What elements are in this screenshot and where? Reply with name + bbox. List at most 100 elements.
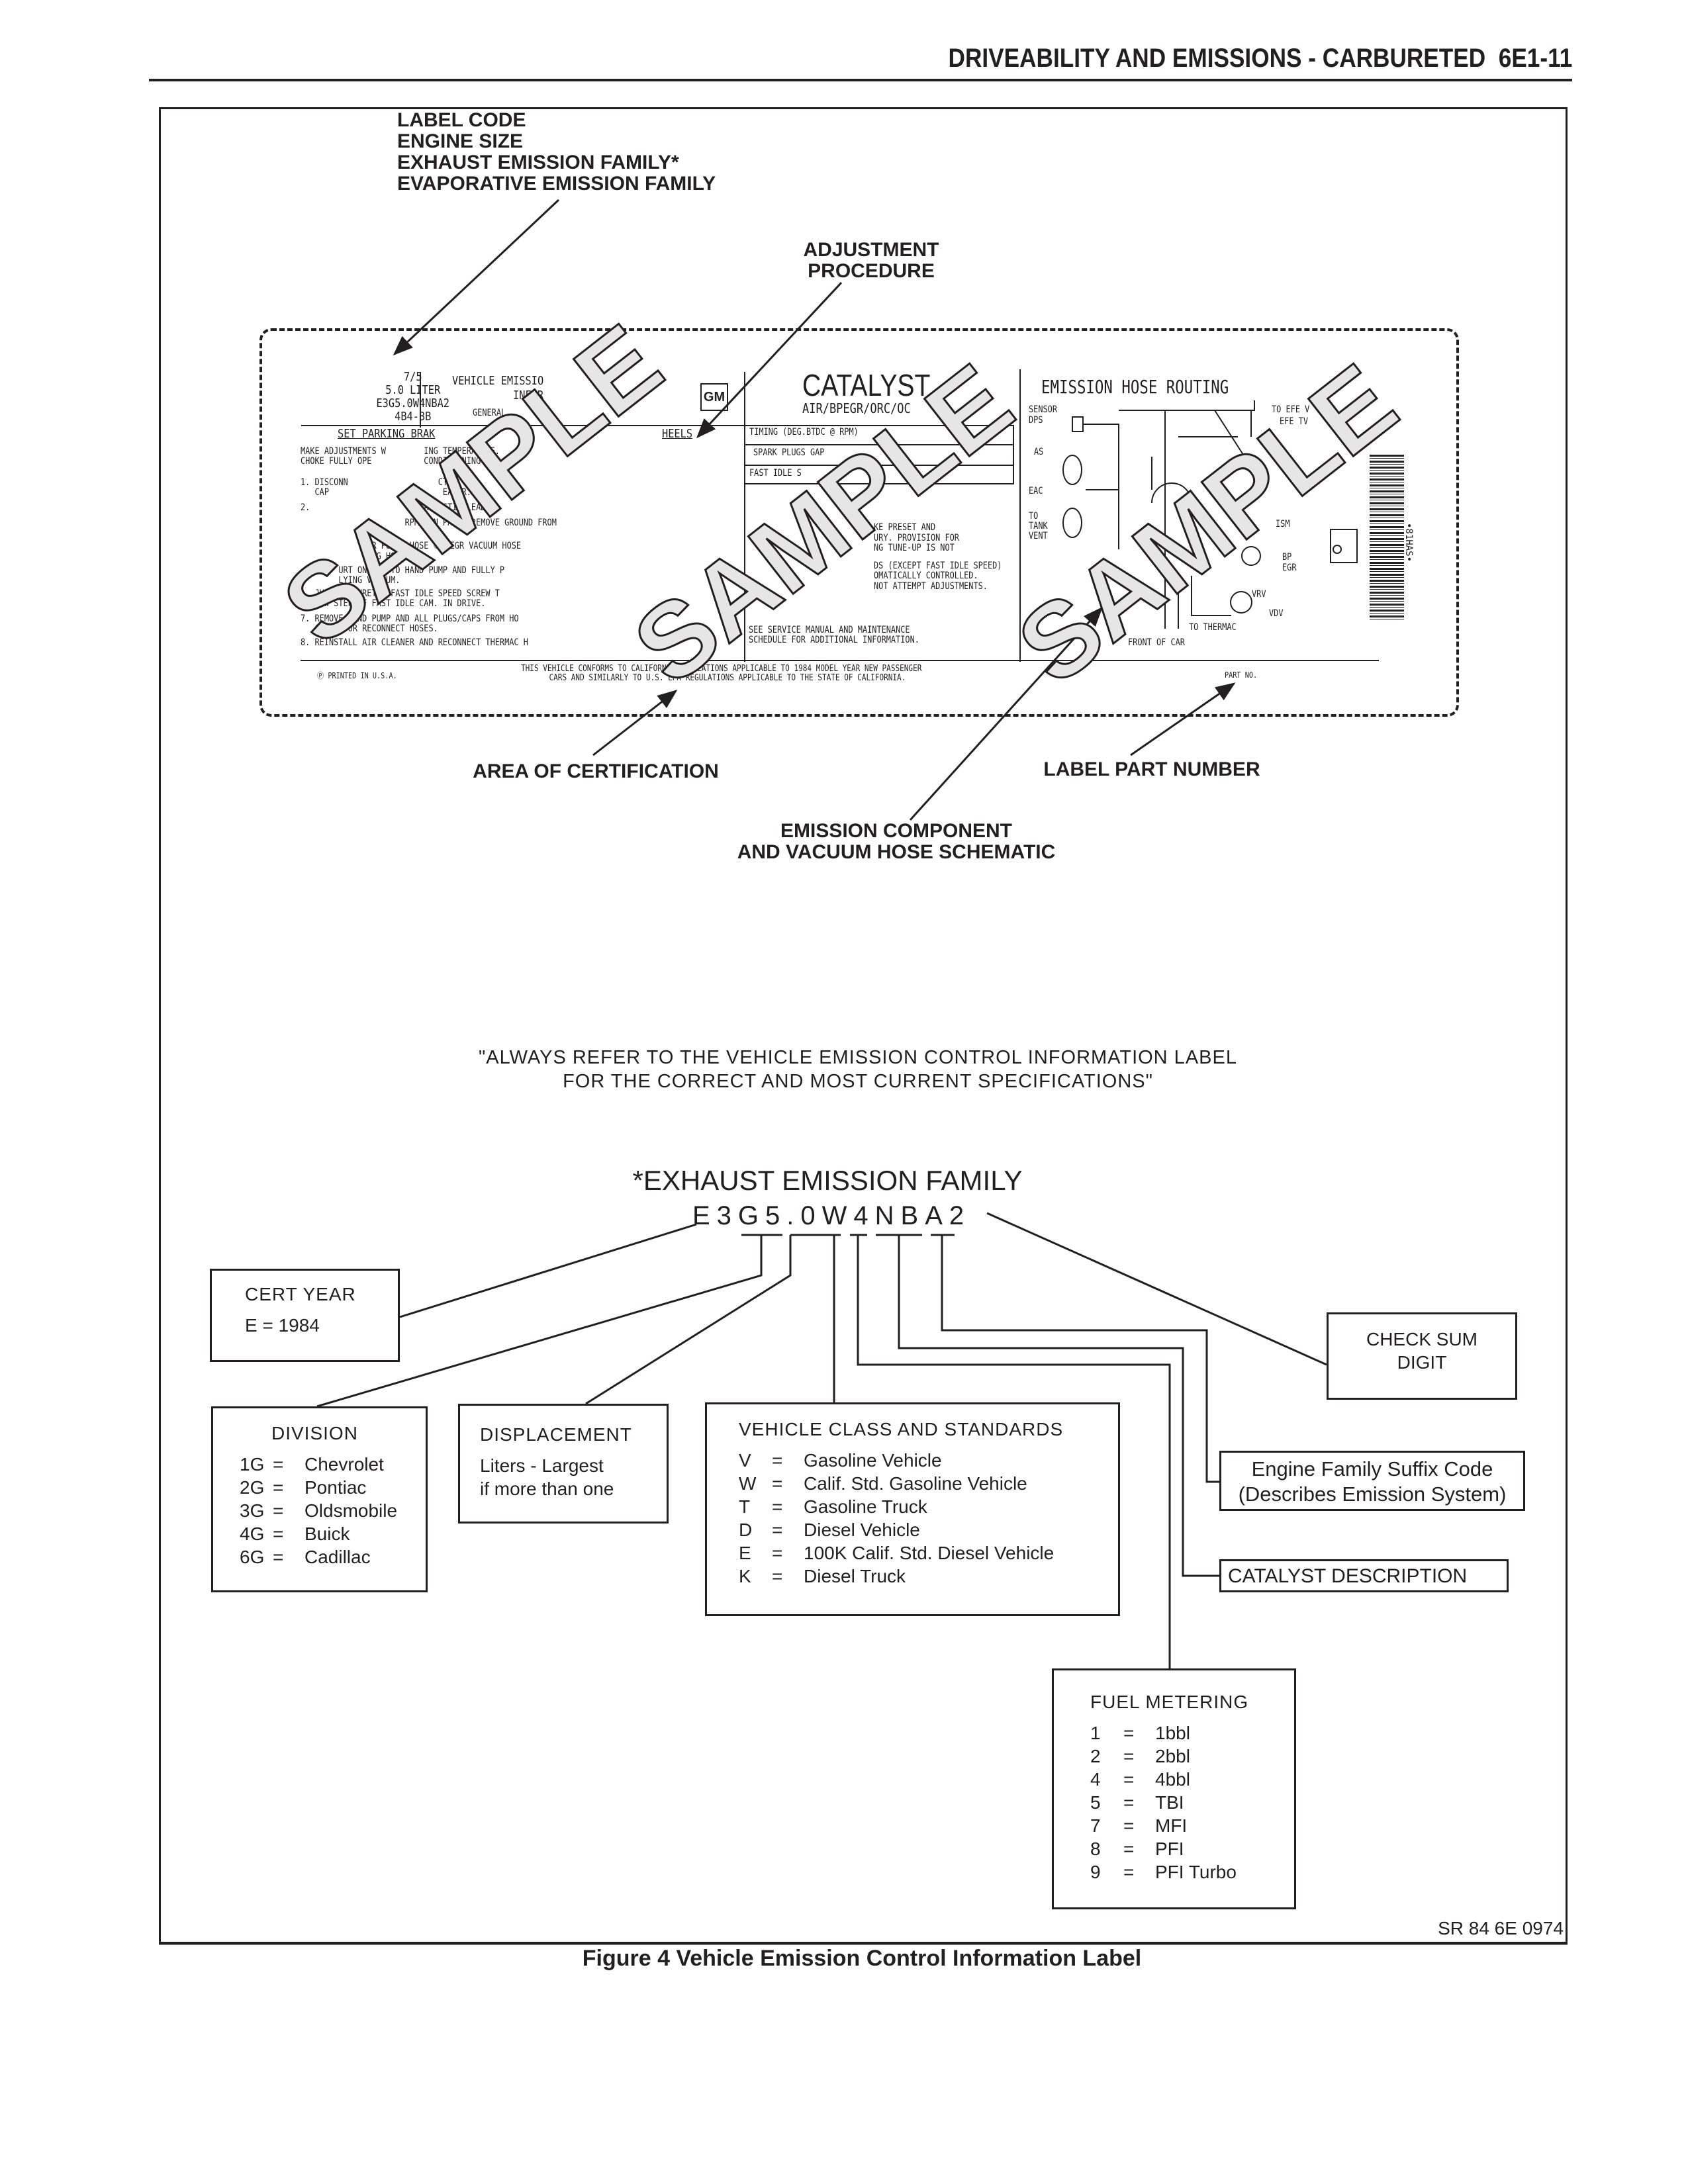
- box-title: DISPLACEMENT: [480, 1424, 632, 1445]
- callout-line: LABEL CODE: [397, 109, 526, 131]
- callout-schematic: EMISSION COMPONENT AND VACUUM HOSE SCHEM…: [737, 821, 1056, 863]
- hose-label: VDV: [1269, 608, 1284, 619]
- note-line: NOT ATTEMPT ADJUSTMENTS.: [874, 581, 988, 592]
- hose-label: FRONT OF CAR: [1128, 637, 1185, 648]
- cert-line: CARS AND SIMILARLY TO U.S. EPA REGULATIO…: [549, 673, 906, 683]
- code-row: 4=4bbl: [1090, 1768, 1258, 1791]
- code-row: 9=PFI Turbo: [1090, 1860, 1258, 1884]
- suffix-code-box: Engine Family Suffix Code (Describes Emi…: [1219, 1451, 1525, 1511]
- hose-label: TANK: [1029, 521, 1048, 531]
- row-code: 9: [1090, 1862, 1101, 1882]
- code-row: 7=MFI: [1090, 1814, 1258, 1837]
- hose-label: EGR: [1282, 563, 1297, 573]
- note-line: KE PRESET AND: [874, 522, 936, 533]
- hose-label: TVS: [1048, 633, 1062, 644]
- arrow-label-code: [393, 199, 560, 356]
- row-meaning: Chevrolet: [305, 1454, 384, 1475]
- hose-label: DPS: [1029, 415, 1043, 426]
- spec-fast-idle: FAST IDLE S: [749, 468, 802, 478]
- callout-label-code: LABEL CODE ENGINE SIZE EXHAUST EMISSION …: [397, 110, 716, 195]
- label-title-2: INFOR: [513, 388, 544, 402]
- hose-label: EAC: [1029, 486, 1043, 496]
- check-sum-box: CHECK SUM DIGIT: [1327, 1312, 1517, 1400]
- cert-year-box: CERT YEAR E = 1984: [210, 1269, 400, 1362]
- code-row: K=Diesel Truck: [739, 1565, 1086, 1588]
- box-title: CERT YEAR: [245, 1284, 356, 1304]
- callout-line: ENGINE SIZE: [397, 130, 524, 152]
- always-refer-note: "ALWAYS REFER TO THE VEHICLE EMISSION CO…: [479, 1046, 1237, 1093]
- header-rule: [149, 79, 1572, 81]
- vehicle-class-box: VEHICLE CLASS AND STANDARDS V=Gasoline V…: [705, 1402, 1120, 1616]
- box-title: FUEL METERING: [1090, 1692, 1249, 1712]
- procedure-line: JUST CARBURETOR FAST IDLE SPEED SCREW T: [301, 588, 500, 599]
- callout-line: EXHAUST EMISSION FAMILY*: [397, 152, 679, 173]
- row-equals: =: [273, 1547, 284, 1567]
- label-title: VEHICLE EMISSIO: [452, 374, 544, 388]
- page-number: 6E1-11: [1498, 44, 1572, 73]
- hose-label: VRV: [1252, 589, 1266, 600]
- row-equals: =: [1123, 1746, 1135, 1766]
- label-code-block: 7/5 5.0 LITER E3G5.0W4NBA2 4B4-3B: [371, 371, 455, 424]
- figure-caption: Figure 4 Vehicle Emission Control Inform…: [582, 1946, 1142, 1971]
- row-equals: =: [273, 1500, 284, 1521]
- row-equals: =: [1123, 1862, 1135, 1882]
- row-equals: =: [1123, 1723, 1135, 1743]
- procedure-line: 2. DIAGNOSTIC LEAD.: [301, 502, 491, 513]
- note-line: URY. PROVISION FOR: [874, 533, 959, 543]
- callout-line: ADJUSTMENT: [803, 239, 939, 261]
- procedure-line: 8. REINSTALL AIR CLEANER AND RECONNECT T…: [301, 637, 528, 648]
- callout-certification: AREA OF CERTIFICATION: [473, 760, 719, 782]
- box-line: if more than one: [480, 1479, 614, 1499]
- see-service: SEE SERVICE MANUAL AND MAINTENANCE: [749, 625, 910, 635]
- gm-logo: GM: [700, 383, 728, 411]
- family-title: *EXHAUST EMISSION FAMILY: [632, 1165, 1023, 1196]
- row-code: E: [739, 1543, 751, 1563]
- hose-label: TO THERMAC: [1189, 622, 1237, 633]
- callout-adjustment: ADJUSTMENT PROCEDURE: [803, 240, 939, 282]
- row-equals: =: [1123, 1839, 1135, 1859]
- barcode: [1370, 455, 1404, 620]
- row-meaning: Calif. Std. Gasoline Vehicle: [804, 1473, 1027, 1494]
- arrow-part-number: [1130, 682, 1236, 756]
- row-equals: =: [1123, 1792, 1135, 1813]
- arrow-adjustment: [696, 281, 843, 439]
- displacement-box: DISPLACEMENT Liters - Largest if more th…: [458, 1404, 669, 1524]
- row-code: 3G: [240, 1500, 265, 1521]
- exhaust-family: E3G5.0W4NBA2: [376, 396, 450, 410]
- spec-timing: TIMING (DEG.BTDC @ RPM): [749, 427, 859, 437]
- procedure-line: PLUG HOSES.: [301, 551, 414, 562]
- row-meaning: Gasoline Truck: [804, 1496, 927, 1517]
- row-meaning: 4bbl: [1155, 1769, 1190, 1790]
- row-code: 4G: [240, 1524, 265, 1544]
- code-row: 8=PFI: [1090, 1837, 1258, 1860]
- code-row: D=Diesel Vehicle: [739, 1518, 1086, 1541]
- catalyst-description-box: CATALYST DESCRIPTION: [1219, 1559, 1509, 1592]
- box-title: DIVISION: [271, 1423, 358, 1443]
- row-code: D: [739, 1520, 753, 1540]
- connector-fuel-metering: [857, 1235, 1171, 1668]
- family-code: E3G5.0W4NBA2: [692, 1201, 971, 1230]
- row-meaning: PFI: [1155, 1839, 1184, 1859]
- evap-family: 4B4-3B: [395, 410, 432, 424]
- code-row: 3G = Oldsmobile: [240, 1499, 399, 1522]
- connector-catalyst: [898, 1235, 1219, 1577]
- row-code: T: [739, 1496, 751, 1517]
- code-row: 2=2bbl: [1090, 1745, 1258, 1768]
- code-row: T = Gasoline Truck: [739, 1495, 1086, 1518]
- row-equals: =: [772, 1543, 783, 1563]
- row-code: 5: [1090, 1792, 1101, 1813]
- row-code: 1: [1090, 1723, 1101, 1743]
- row-meaning: Gasoline Vehicle: [804, 1450, 942, 1471]
- set-parking-brake: SET PARKING BRAK: [338, 427, 436, 441]
- row-meaning: 1bbl: [1155, 1723, 1190, 1743]
- row-code: 2: [1090, 1746, 1101, 1766]
- row-meaning: TBI: [1155, 1792, 1184, 1813]
- row-code: 6G: [240, 1547, 265, 1567]
- row-meaning: Oldsmobile: [305, 1500, 398, 1521]
- row-equals: =: [772, 1496, 783, 1517]
- printed-in-usa: Ⓟ PRINTED IN U.S.A.: [317, 671, 397, 680]
- hose-label: AS: [1034, 447, 1044, 457]
- procedure-line: TER PURGE HOSE ②. EGR VACUUM HOSE: [301, 541, 522, 551]
- hose-routing-title: EMISSION HOSE ROUTING: [1041, 376, 1229, 398]
